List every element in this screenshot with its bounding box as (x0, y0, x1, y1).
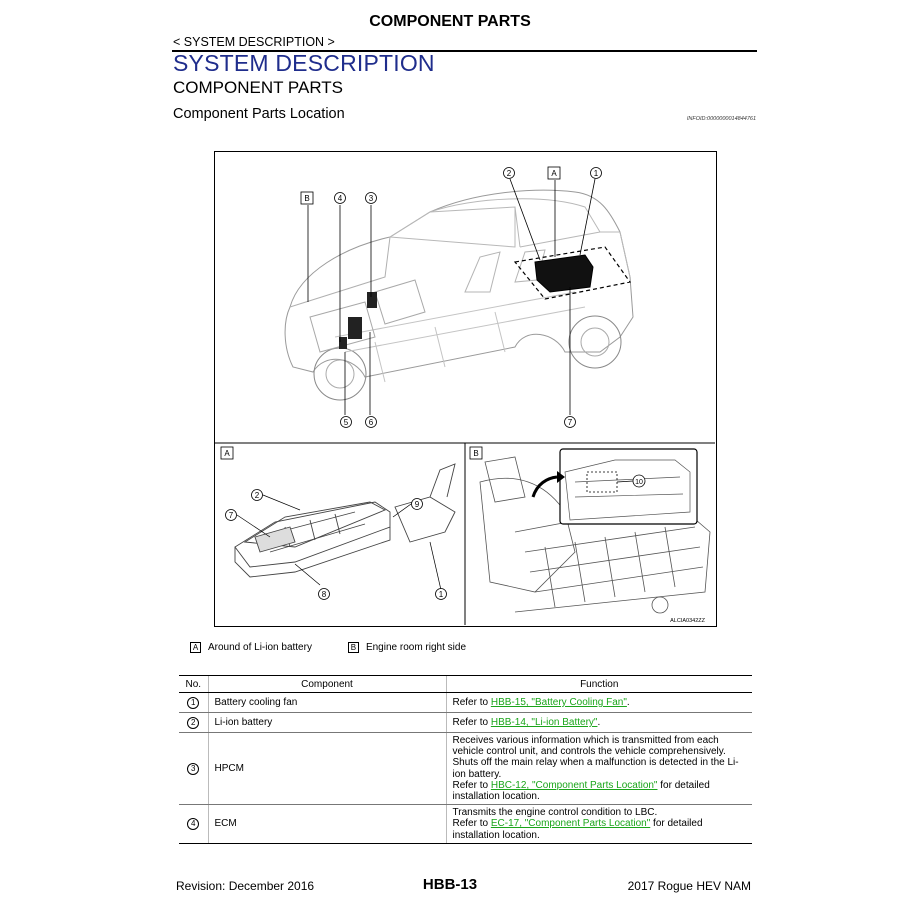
info-id: INFOID:0000000014844761 (686, 116, 756, 122)
row-number-2: 2 (187, 716, 200, 729)
li-ion-battery-shape (534, 254, 594, 293)
table-row: 3 HPCM Receives various information whic… (179, 732, 752, 806)
footer-page-number: HBB-13 (422, 876, 478, 893)
main-leader-lines (307, 178, 596, 415)
callout-3: 3 (369, 194, 374, 203)
table-row: 1 Battery cooling fan Refer to HBB-15, "… (179, 692, 752, 713)
legend-text-a: Around of Li-ion battery (208, 642, 312, 653)
figure-illustration: B 4 3 2 A 1 5 6 7 A (215, 166, 715, 625)
component-name: Li-ion battery (207, 712, 446, 733)
footer-revision: Revision: December 2016 (176, 879, 315, 893)
function-cell: Receives various information which is tr… (445, 732, 752, 806)
panel-b-engine-room: B 10 ALCIA0342ZZ (469, 446, 711, 624)
row-number-3: 3 (187, 762, 200, 775)
header-component: Component (207, 675, 446, 693)
component-name: HPCM (207, 732, 446, 806)
function-cell: Refer to HBB-15, "Battery Cooling Fan". (445, 692, 752, 713)
zoom-inset (559, 448, 698, 525)
component-name: Battery cooling fan (207, 692, 446, 713)
component-location-figure: B 4 3 2 A 1 5 6 7 A (214, 151, 717, 627)
row-number-4: 4 (187, 818, 200, 831)
header-rule (172, 50, 757, 52)
section-title: SYSTEM DESCRIPTION (173, 50, 435, 76)
panel-a-callout-8: 8 (322, 590, 327, 599)
component-parts-table: No. Component Function 1 Battery cooling… (179, 675, 752, 844)
legend-item-a: A Around of Li-ion battery (190, 642, 312, 653)
header-function: Function (445, 675, 752, 693)
component-name: ECM (207, 804, 446, 844)
link-hpcm-location[interactable]: HBC-12, "Component Parts Location" (490, 779, 658, 791)
ecm-shape (367, 292, 377, 308)
page-header: COMPONENT PARTS (369, 13, 531, 30)
panel-a-callout-1: 1 (439, 590, 444, 599)
panel-b-label: B (473, 449, 478, 458)
legend-key-b: B (347, 642, 359, 653)
legend-key-a: A (190, 642, 201, 653)
panel-a-battery-detail: A 2 7 8 (220, 446, 456, 600)
header-no: No. (179, 675, 208, 693)
subsection-title: COMPONENT PARTS (173, 78, 344, 97)
panel-a-label: A (224, 449, 230, 458)
table-header-row: No. Component Function (179, 675, 752, 693)
table-row: 4 ECM Transmits the engine control condi… (179, 804, 752, 844)
panel-a-callout-2: 2 (255, 491, 260, 500)
callout-4: 4 (338, 194, 343, 203)
hpcm-shape (348, 317, 362, 339)
footer-model: 2017 Rogue HEV NAM (627, 879, 751, 893)
legend-text-b: Engine room right side (365, 642, 467, 653)
figure-legend: A Around of Li-ion battery B Engine room… (190, 642, 502, 653)
row-number-1: 1 (187, 696, 200, 709)
function-cell: Transmits the engine control condition t… (445, 804, 752, 844)
callout-6: 6 (369, 418, 374, 427)
module-5-shape (339, 337, 347, 349)
link-battery-cooling-fan[interactable]: HBB-15, "Battery Cooling Fan" (490, 696, 627, 708)
callout-2: 2 (507, 169, 512, 178)
link-ecm-location[interactable]: EC-17, "Component Parts Location" (490, 818, 651, 830)
panel-b-callout-10: 10 (635, 479, 643, 486)
callout-a-main: A (551, 169, 557, 178)
callout-5: 5 (344, 418, 349, 427)
panel-a-callout-7: 7 (229, 511, 234, 520)
legend-item-b: B Engine room right side (347, 642, 467, 653)
function-cell: Refer to HBB-14, "Li-ion Battery". (445, 712, 752, 733)
callout-7: 7 (568, 418, 573, 427)
main-callouts: B 4 3 2 A 1 5 6 7 (300, 166, 602, 428)
battery-region-outline (513, 246, 632, 300)
panel-a-callout-9: 9 (415, 500, 420, 509)
link-li-ion-battery[interactable]: HBB-14, "Li-ion Battery" (490, 716, 598, 728)
figure-code: ALCIA0342ZZ (670, 618, 705, 624)
callout-1: 1 (594, 169, 599, 178)
breadcrumb: < SYSTEM DESCRIPTION > (173, 35, 335, 49)
topic-title: Component Parts Location (173, 106, 345, 122)
zoom-arrow-icon (531, 475, 558, 498)
callout-b-main: B (304, 194, 309, 203)
table-row: 2 Li-ion battery Refer to HBB-14, "Li-io… (179, 712, 752, 733)
vehicle-illustration (284, 189, 634, 401)
